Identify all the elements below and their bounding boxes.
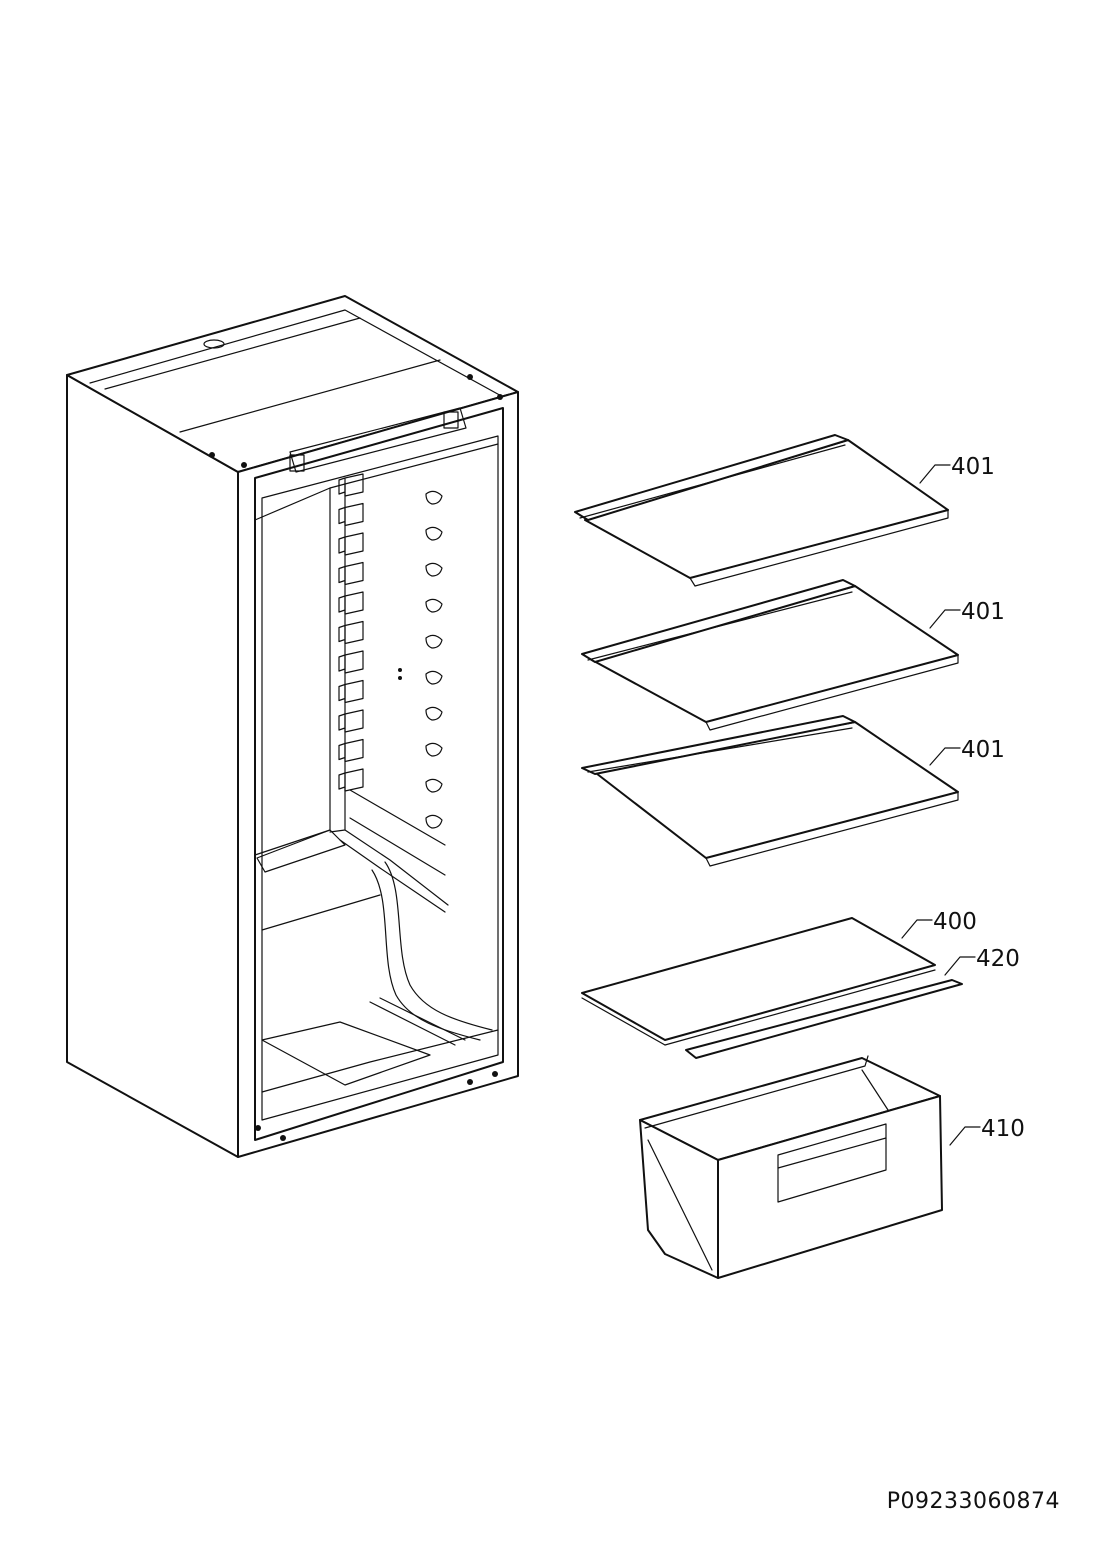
shelf-support-bump — [425, 742, 443, 757]
shelf-support-lug — [338, 679, 364, 704]
callout-label-shelf-2: 401 — [961, 599, 1005, 625]
shelf-401-top — [574, 434, 949, 587]
shelf-support-bump — [425, 814, 443, 829]
crisper-drawer-410 — [639, 1055, 943, 1279]
back-wall-shelf-supports — [425, 490, 443, 829]
callout-leaders — [901, 464, 981, 1146]
shelf-support-lug — [338, 738, 364, 763]
shelf-support-bump — [425, 526, 443, 541]
shelf-support-bump — [425, 670, 443, 685]
shelf-support-lug — [338, 768, 364, 792]
callout-label-crisper-drawer: 410 — [981, 1116, 1025, 1142]
shelf-support-bump — [425, 634, 443, 649]
shelf-support-lug — [338, 473, 364, 497]
shelf-support-lug — [338, 650, 364, 674]
shelf-support-lug — [338, 502, 364, 527]
glass-plate-400 — [581, 917, 936, 1046]
shelf-support-bump — [425, 598, 443, 613]
callout-label-shelf-1: 401 — [951, 454, 995, 480]
shelf-401-middle — [581, 579, 959, 731]
callout-label-glass-plate: 400 — [933, 909, 977, 935]
shelf-support-lug — [338, 591, 364, 615]
shelf-401-bottom — [581, 715, 959, 867]
shelf-support-bump — [425, 562, 443, 577]
document-code: P09233060874 — [887, 1489, 1060, 1514]
shelf-support-lug — [338, 620, 364, 645]
callout-label-plate-trim: 420 — [976, 946, 1020, 972]
refrigerator-cabinet — [66, 295, 519, 1158]
callout-label-shelf-3: 401 — [961, 737, 1005, 763]
shelf-support-lug — [338, 532, 364, 556]
shelf-support-lug — [338, 709, 364, 733]
shelf-support-bump — [425, 490, 443, 505]
shelf-support-lug — [338, 561, 364, 586]
plate-trim-420 — [685, 979, 963, 1059]
shelf-support-bump — [425, 706, 443, 721]
shelf-support-bump — [425, 778, 443, 793]
shelf-support-lugs — [338, 473, 364, 792]
